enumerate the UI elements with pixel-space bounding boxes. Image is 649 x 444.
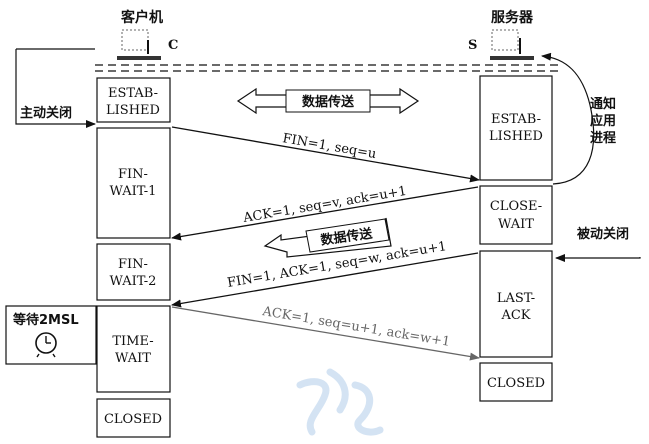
notify-app-label-line1: 通知 bbox=[590, 96, 616, 112]
data-transfer-left-arrow: 数据传送 bbox=[263, 217, 392, 258]
server-state-last-ack-line2: ACK bbox=[500, 308, 530, 323]
server-states: ESTAB- LISHED CLOSE- WAIT LAST- ACK CLOS… bbox=[479, 75, 553, 402]
server-state-close-wait-line1: CLOSE- bbox=[490, 199, 542, 214]
client-state-box-time-wait bbox=[96, 305, 171, 393]
notify-app-label-line2: 应用 bbox=[590, 113, 616, 129]
client-state-box-fin-wait-2 bbox=[96, 243, 171, 301]
server-host-label: 服务器 bbox=[491, 9, 534, 26]
client-state-established-line2: LISHED bbox=[106, 103, 160, 118]
watermark bbox=[296, 368, 384, 436]
server-state-box-last-ack bbox=[479, 250, 553, 358]
passive-close-annotation: 被动关闭 bbox=[555, 226, 641, 262]
client-state-box-closed bbox=[96, 398, 171, 438]
client-state-box-established bbox=[96, 77, 171, 123]
data-transfer-double-arrow: 数据传送 bbox=[236, 87, 420, 115]
server-letter: S bbox=[468, 38, 477, 53]
client-letter: C bbox=[168, 38, 178, 53]
server-state-box-closed bbox=[479, 362, 553, 402]
server-state-box-established bbox=[479, 75, 553, 181]
connection-dashed-lines bbox=[95, 64, 560, 72]
notify-app-annotation: 通知 应用 进程 bbox=[541, 52, 616, 185]
server-state-established-line2: LISHED bbox=[489, 129, 543, 144]
client-state-established-line1: ESTAB- bbox=[108, 86, 158, 101]
wait-2msl-label: 等待2MSL bbox=[12, 312, 79, 328]
wait-2msl-annotation: 等待2MSL bbox=[5, 305, 97, 365]
server-computer-icon bbox=[490, 29, 534, 60]
server-state-box-close-wait bbox=[479, 185, 553, 245]
fin-ack-segment-arrow bbox=[171, 252, 479, 308]
client-host-label: 客户机 bbox=[120, 9, 163, 26]
server-state-last-ack-line1: LAST- bbox=[497, 291, 535, 306]
ack-segment-arrow bbox=[171, 186, 479, 241]
active-close-label: 主动关闭 bbox=[20, 105, 72, 121]
client-state-fin-wait-1-line2: WAIT-1 bbox=[110, 184, 157, 199]
client-state-closed-label: CLOSED bbox=[104, 412, 162, 427]
server-state-closed-label: CLOSED bbox=[487, 376, 545, 391]
fin-segment-label: FIN=1, seq=u bbox=[281, 131, 377, 162]
client-state-fin-wait-2-line2: WAIT-2 bbox=[110, 274, 157, 289]
client-state-box-fin-wait-1 bbox=[96, 127, 171, 239]
passive-close-label: 被动关闭 bbox=[576, 226, 629, 242]
final-ack-segment-arrow bbox=[171, 306, 480, 361]
active-close-annotation: 主动关闭 bbox=[15, 48, 96, 128]
notify-app-label-line3: 进程 bbox=[590, 131, 616, 146]
client-state-time-wait-line1: TIME- bbox=[112, 334, 153, 349]
server-state-established-line1: ESTAB- bbox=[491, 112, 541, 127]
client-state-time-wait-line2: WAIT bbox=[115, 351, 151, 366]
client-states: ESTAB- LISHED FIN- WAIT-1 FIN- WAIT-2 TI… bbox=[96, 77, 171, 438]
data-transfer-label-middle: 数据传送 bbox=[320, 225, 375, 248]
client-state-fin-wait-2-line1: FIN- bbox=[118, 257, 148, 272]
clock-icon bbox=[35, 332, 57, 358]
client-computer-icon bbox=[117, 29, 161, 60]
server-state-close-wait-line2: WAIT bbox=[498, 217, 534, 232]
data-transfer-label-top: 数据传送 bbox=[302, 94, 355, 110]
client-state-fin-wait-1-line1: FIN- bbox=[118, 167, 148, 182]
fin-segment-arrow bbox=[171, 126, 480, 183]
